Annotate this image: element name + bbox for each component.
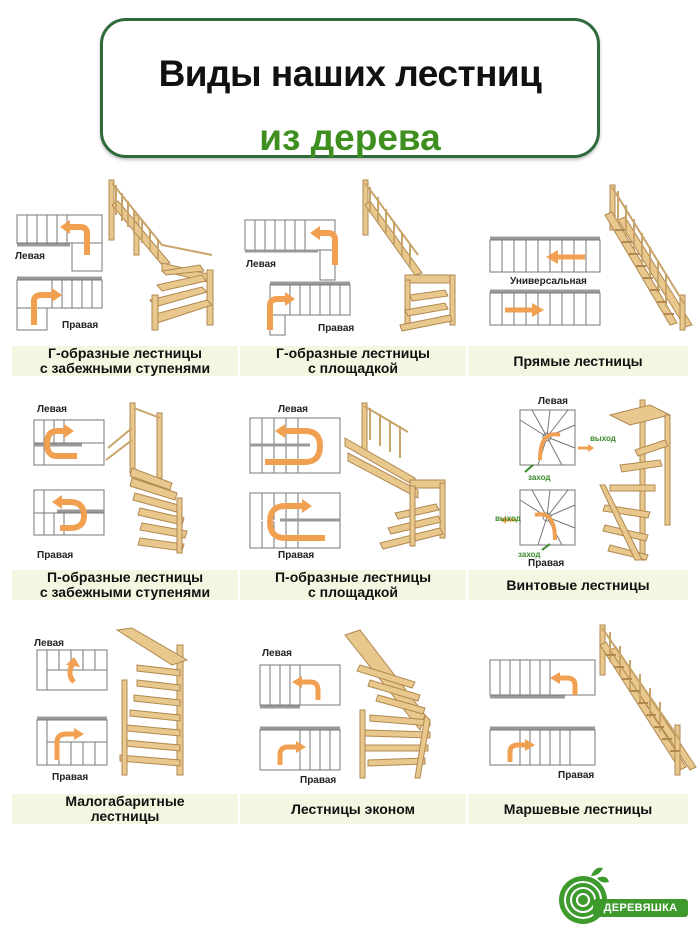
l-landing-illustration bbox=[244, 179, 456, 336]
label-right: Правая bbox=[37, 550, 74, 561]
compact-illustration bbox=[36, 627, 189, 776]
label-right: Правая bbox=[52, 772, 89, 783]
stair-cell-spiral: Левая Правая выход заход выход заход bbox=[470, 390, 700, 569]
caption-spiral: Винтовые лестницы bbox=[468, 570, 688, 600]
brand-name: ДЕРЕВЯШКА bbox=[593, 899, 688, 917]
label-right: Правая bbox=[558, 770, 595, 781]
stair-cell-l-landing: Левая Правая bbox=[240, 175, 472, 343]
stair-cell-straight: Универсальная bbox=[470, 175, 700, 343]
label-right: Правая bbox=[300, 775, 337, 786]
straight-illustration bbox=[489, 184, 693, 331]
stair-cell-march: Правая bbox=[470, 620, 700, 788]
stair-cell-u-winder: Левая Правая bbox=[12, 398, 244, 566]
stair-cell-u-landing: Левая Правая bbox=[240, 398, 472, 566]
label-left: Левая bbox=[538, 396, 568, 407]
caption-l-winder: Г-образные лестницы с забежными ступеням… bbox=[12, 346, 238, 376]
caption-u-winder: П-образные лестницы с забежными ступеням… bbox=[12, 570, 238, 600]
page-title: Виды наших лестниц bbox=[158, 53, 542, 94]
label-left: Левая bbox=[246, 259, 276, 270]
title-box: Виды наших лестниц из дерева bbox=[100, 18, 600, 158]
caption-march: Маршевые лестницы bbox=[468, 794, 688, 824]
label-exit-top: выход bbox=[590, 434, 616, 443]
caption-economy: Лестницы эконом bbox=[240, 794, 466, 824]
label-right: Правая bbox=[528, 558, 565, 569]
label-universal: Универсальная bbox=[510, 276, 587, 287]
label-left: Левая bbox=[262, 648, 292, 659]
stair-cell-compact: Левая Правая bbox=[12, 620, 244, 788]
label-exit-bottom: выход bbox=[495, 514, 521, 523]
u-winder-illustration bbox=[33, 402, 188, 554]
economy-illustration bbox=[259, 629, 431, 779]
caption-u-landing: П-образные лестницы с площадкой bbox=[240, 570, 466, 600]
spiral-illustration bbox=[500, 399, 672, 561]
march-illustration bbox=[489, 624, 697, 776]
label-entry-bottom: заход bbox=[518, 550, 541, 559]
stair-cell-economy: Левая Правая bbox=[240, 620, 472, 788]
caption-l-landing: Г-образные лестницы с площадкой bbox=[240, 346, 466, 376]
label-right: Правая bbox=[318, 323, 355, 334]
u-landing-illustration bbox=[249, 402, 446, 550]
label-left: Левая bbox=[278, 404, 308, 415]
label-left: Левая bbox=[34, 638, 64, 649]
caption-compact: Малогабаритные лестницы bbox=[12, 794, 238, 824]
page-subtitle: из дерева bbox=[259, 117, 441, 158]
caption-straight: Прямые лестницы bbox=[468, 346, 688, 376]
label-left: Левая bbox=[37, 404, 67, 415]
stair-cell-l-winder: Левая Правая bbox=[12, 175, 244, 343]
label-right: Правая bbox=[278, 550, 315, 561]
label-entry-top: заход bbox=[528, 473, 551, 482]
l-winder-illustration bbox=[16, 179, 214, 331]
label-right: Правая bbox=[62, 320, 99, 331]
label-left: Левая bbox=[15, 251, 45, 262]
